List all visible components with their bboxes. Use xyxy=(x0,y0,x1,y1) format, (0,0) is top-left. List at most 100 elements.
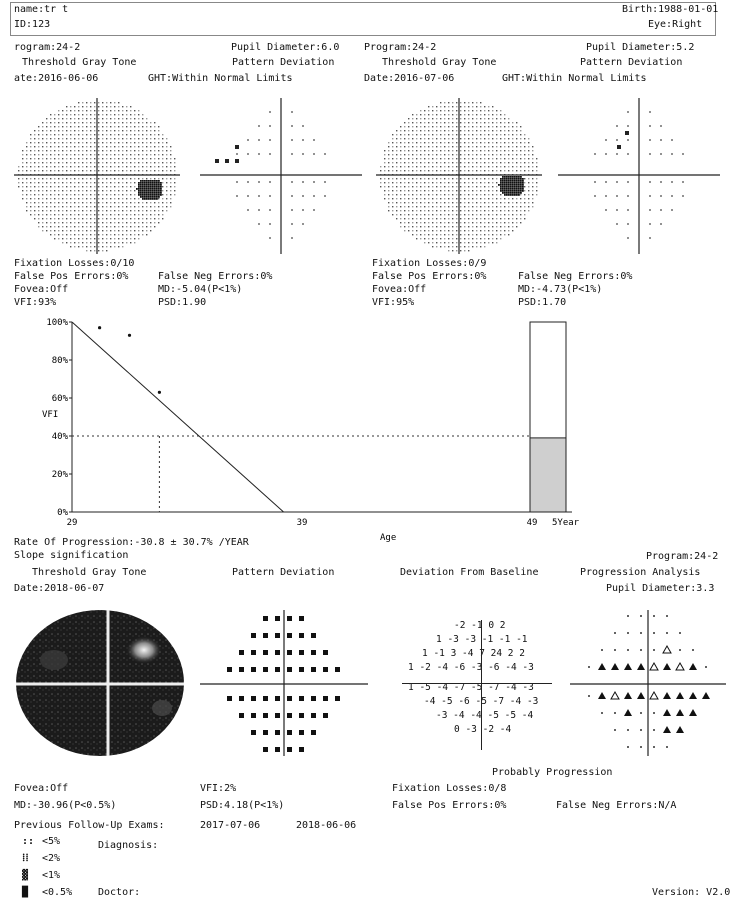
progression-triangle xyxy=(624,663,632,670)
field-dot xyxy=(420,206,422,208)
field-dot xyxy=(460,122,462,124)
field-dot xyxy=(38,134,40,136)
field-dot xyxy=(420,186,422,188)
field-dot xyxy=(42,178,44,180)
field-dot xyxy=(456,202,458,204)
field-dot xyxy=(42,126,44,128)
pd-square xyxy=(287,696,292,701)
field-dot xyxy=(114,218,116,220)
field-dot xyxy=(134,166,136,168)
field-dot xyxy=(520,198,522,200)
field-dot xyxy=(484,222,486,224)
field-dot xyxy=(460,170,462,172)
field-dot xyxy=(388,198,390,200)
field-dot xyxy=(70,166,72,168)
field-dot xyxy=(508,150,510,152)
field-dot xyxy=(130,178,132,180)
field-dot xyxy=(480,146,482,148)
field-dot xyxy=(412,150,414,152)
field-dot xyxy=(488,214,490,216)
field-dot xyxy=(436,226,438,228)
field-dot xyxy=(488,210,490,212)
field-dot xyxy=(86,142,88,144)
field-dot xyxy=(106,130,108,132)
scotoma-dot xyxy=(520,182,522,184)
legend-symbol: ▓ xyxy=(22,870,29,881)
field-dot xyxy=(408,218,410,220)
exam3-vfi: VFI:2% xyxy=(200,783,237,794)
field-dot xyxy=(448,238,450,240)
field-dot xyxy=(66,230,68,232)
field-dot xyxy=(408,158,410,160)
field-dot xyxy=(142,122,144,124)
field-dot xyxy=(400,130,402,132)
field-dot xyxy=(436,142,438,144)
field-dot xyxy=(388,178,390,180)
field-dot xyxy=(508,214,510,216)
field-dot xyxy=(162,210,164,212)
scotoma-dot xyxy=(148,198,150,200)
field-dot xyxy=(130,150,132,152)
pd-mark xyxy=(235,159,239,163)
field-dot xyxy=(452,206,454,208)
field-dot xyxy=(162,146,164,148)
field-dot xyxy=(146,178,148,180)
field-dot xyxy=(66,198,68,200)
pd-dot xyxy=(247,181,249,183)
deviation-row: 1 -1 3 -4 7 24 2 2 xyxy=(422,648,525,659)
field-dot xyxy=(38,186,40,188)
field-dot xyxy=(98,202,100,204)
field-dot xyxy=(142,126,144,128)
scotoma-dot xyxy=(500,182,502,184)
scotoma-dot xyxy=(142,182,144,184)
field-dot xyxy=(86,158,88,160)
field-dot xyxy=(98,122,100,124)
field-dot xyxy=(428,206,430,208)
field-dot xyxy=(146,130,148,132)
scotoma-dot xyxy=(522,184,524,186)
field-dot xyxy=(78,242,80,244)
field-dot xyxy=(416,198,418,200)
field-dot xyxy=(520,214,522,216)
field-dot xyxy=(484,226,486,228)
scotoma-dot xyxy=(510,184,512,186)
field-dot xyxy=(98,182,100,184)
field-dot xyxy=(158,170,160,172)
field-dot xyxy=(464,170,466,172)
field-dot xyxy=(500,122,502,124)
field-dot xyxy=(448,110,450,112)
progression-triangle xyxy=(702,692,710,699)
field-dot xyxy=(30,154,32,156)
field-dot xyxy=(162,202,164,204)
scotoma-dot xyxy=(150,182,152,184)
field-dot xyxy=(98,206,100,208)
field-dot xyxy=(528,138,530,140)
field-dot xyxy=(162,218,164,220)
pd-square xyxy=(299,667,304,672)
field-dot xyxy=(448,214,450,216)
field-dot xyxy=(388,202,390,204)
field-dot xyxy=(440,238,442,240)
field-dot xyxy=(110,234,112,236)
field-dot xyxy=(436,182,438,184)
field-dot xyxy=(488,134,490,136)
field-dot xyxy=(94,162,96,164)
progression-dot xyxy=(614,712,616,714)
field-dot xyxy=(512,150,514,152)
field-dot xyxy=(500,230,502,232)
field-dot xyxy=(162,206,164,208)
field-dot xyxy=(476,122,478,124)
field-dot xyxy=(146,206,148,208)
progression-dot xyxy=(640,712,642,714)
field-dot xyxy=(166,190,168,192)
field-dot xyxy=(106,166,108,168)
field-dot xyxy=(468,134,470,136)
field-dot xyxy=(456,250,458,252)
followup-label: Previous Follow-Up Exams: xyxy=(14,820,165,831)
field-dot xyxy=(384,198,386,200)
field-dot xyxy=(170,158,172,160)
field-dot xyxy=(424,242,426,244)
field-dot xyxy=(110,114,112,116)
field-dot xyxy=(440,106,442,108)
field-dot xyxy=(384,186,386,188)
